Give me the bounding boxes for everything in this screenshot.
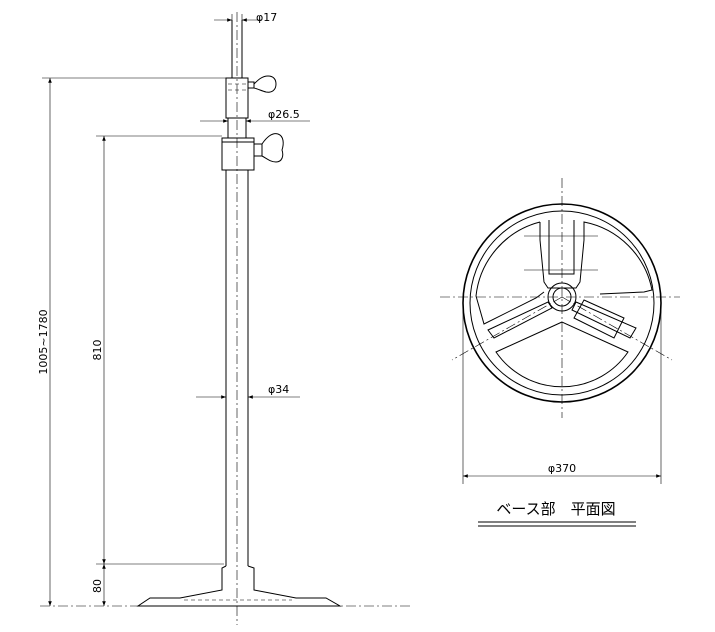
dim-label-main-pole: φ34 [268,383,289,396]
dim-label-base: 80 [91,579,104,593]
dim-overall-height: 1005~1780 [37,78,52,606]
caption-text: ベース部 平面図 [496,500,615,518]
side-view: φ17 φ26.5 φ34 1005~1780 810 [37,11,410,625]
upper-knob-icon [247,75,277,93]
base-pocket-left [487,301,553,339]
plan-centerline-right [561,296,673,361]
dim-base-height: 80 [91,564,106,606]
base-pocket-top [475,221,653,325]
base-slot-right [573,299,625,339]
hub-inner [552,287,572,307]
dim-top-pipe: φ17 [214,11,277,30]
dim-mid-pipe: φ26.5 [200,108,310,123]
dim-label-top-pipe: φ17 [256,11,277,24]
lower-knob-icon [253,133,284,163]
dim-main-pole: φ34 [196,383,300,399]
base-plan-view: φ370 ベース部 平面図 [440,178,680,527]
upper-clamp [225,77,249,119]
base-outer-rim [462,203,662,403]
base-rib-top [548,220,575,275]
base-pocket-bottom [495,321,629,388]
plan-caption: ベース部 平面図 [478,500,636,527]
base-side-profile [136,565,342,607]
hub-outer [547,282,577,312]
dim-base-diameter: φ370 [462,310,662,484]
lower-clamp [221,137,255,171]
dim-label-base-diameter: φ370 [548,462,576,475]
dim-pole-height: 810 [91,136,106,564]
main-pole [225,170,249,566]
dim-label-mid-pipe: φ26.5 [268,108,300,121]
base-pocket-right [571,301,637,339]
dim-label-overall: 1005~1780 [37,309,50,374]
plan-centerline-left [451,296,563,361]
dim-label-pole: 810 [91,340,104,361]
base-inner-rim [469,210,655,396]
